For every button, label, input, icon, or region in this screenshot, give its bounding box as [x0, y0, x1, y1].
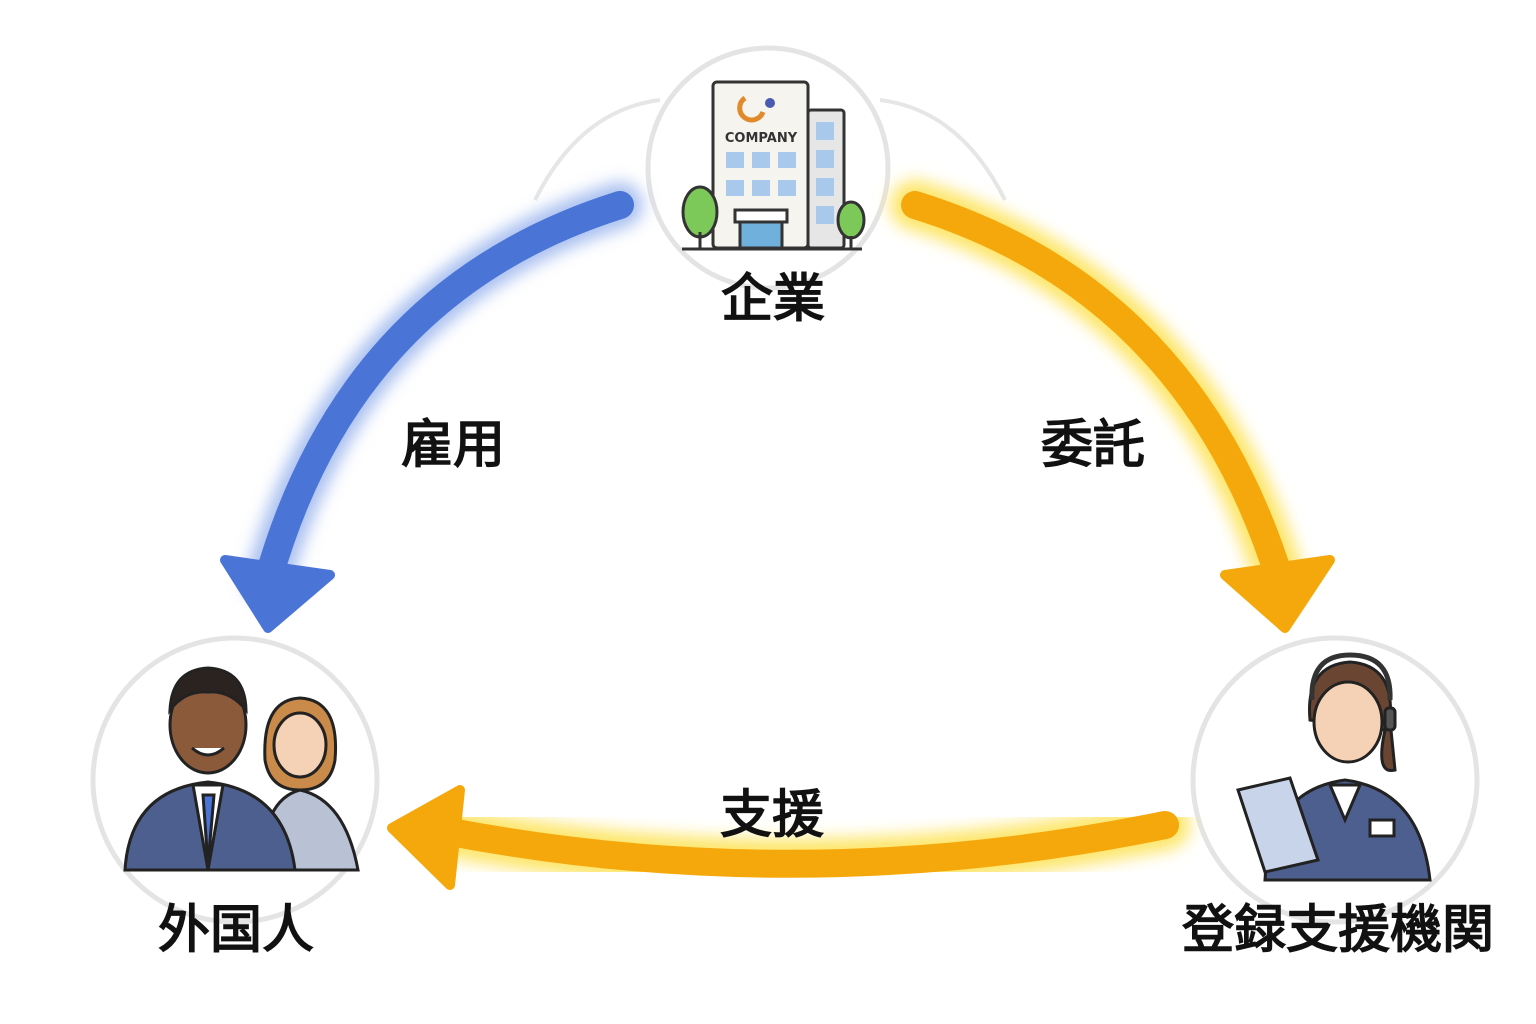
support-staff-icon: [1236, 652, 1432, 882]
foreign-workers-icon: [123, 666, 360, 872]
entrustment-label: 委託: [1040, 415, 1146, 476]
employment-arrow: [220, 182, 643, 633]
employment-label: 雇用: [400, 415, 506, 476]
support-arrow: [387, 785, 1190, 890]
foreigner-label: 外国人: [157, 900, 315, 961]
entrustment-arrow: [890, 180, 1335, 633]
support-label: 支援: [719, 785, 825, 846]
agency-label: 登録支援機関: [1181, 900, 1495, 961]
company-label: 企業: [720, 269, 826, 330]
decorative-arches: [533, 98, 1007, 201]
company-building-icon: [681, 80, 866, 251]
company-sign-text: COMPANY: [725, 131, 798, 146]
